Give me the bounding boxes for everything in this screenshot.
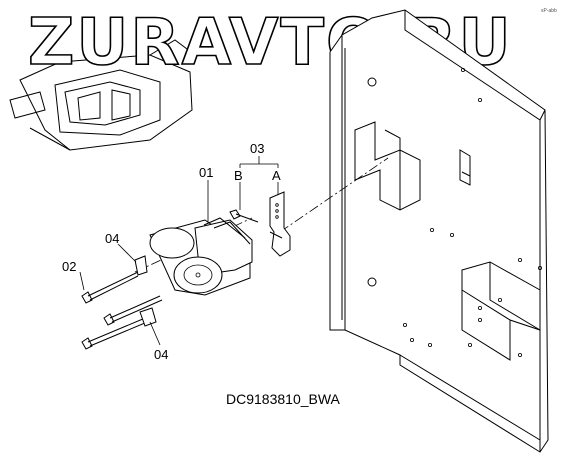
bolts-02 (81, 271, 163, 350)
callout-04-lower: 04 (154, 347, 168, 362)
callout-b: B (234, 168, 243, 183)
alignment-line (279, 157, 389, 233)
mounting-panel (329, 9, 549, 453)
diagram-code: DC9183810_BWA (226, 391, 341, 407)
bracket-a (269, 191, 291, 257)
excavator-thumbnail (9, 39, 196, 151)
callout-04-upper: 04 (105, 231, 119, 246)
horn-unit (149, 217, 253, 296)
callout-02: 02 (62, 259, 76, 274)
clip-upper (134, 255, 148, 276)
corner-mark: sP-abb (541, 8, 557, 14)
clip-lower (139, 307, 157, 327)
leader-lines (79, 156, 279, 346)
bolt-b (229, 209, 259, 223)
callout-a: A (272, 168, 281, 183)
callout-01: 01 (199, 165, 213, 180)
callout-03: 03 (250, 141, 264, 156)
